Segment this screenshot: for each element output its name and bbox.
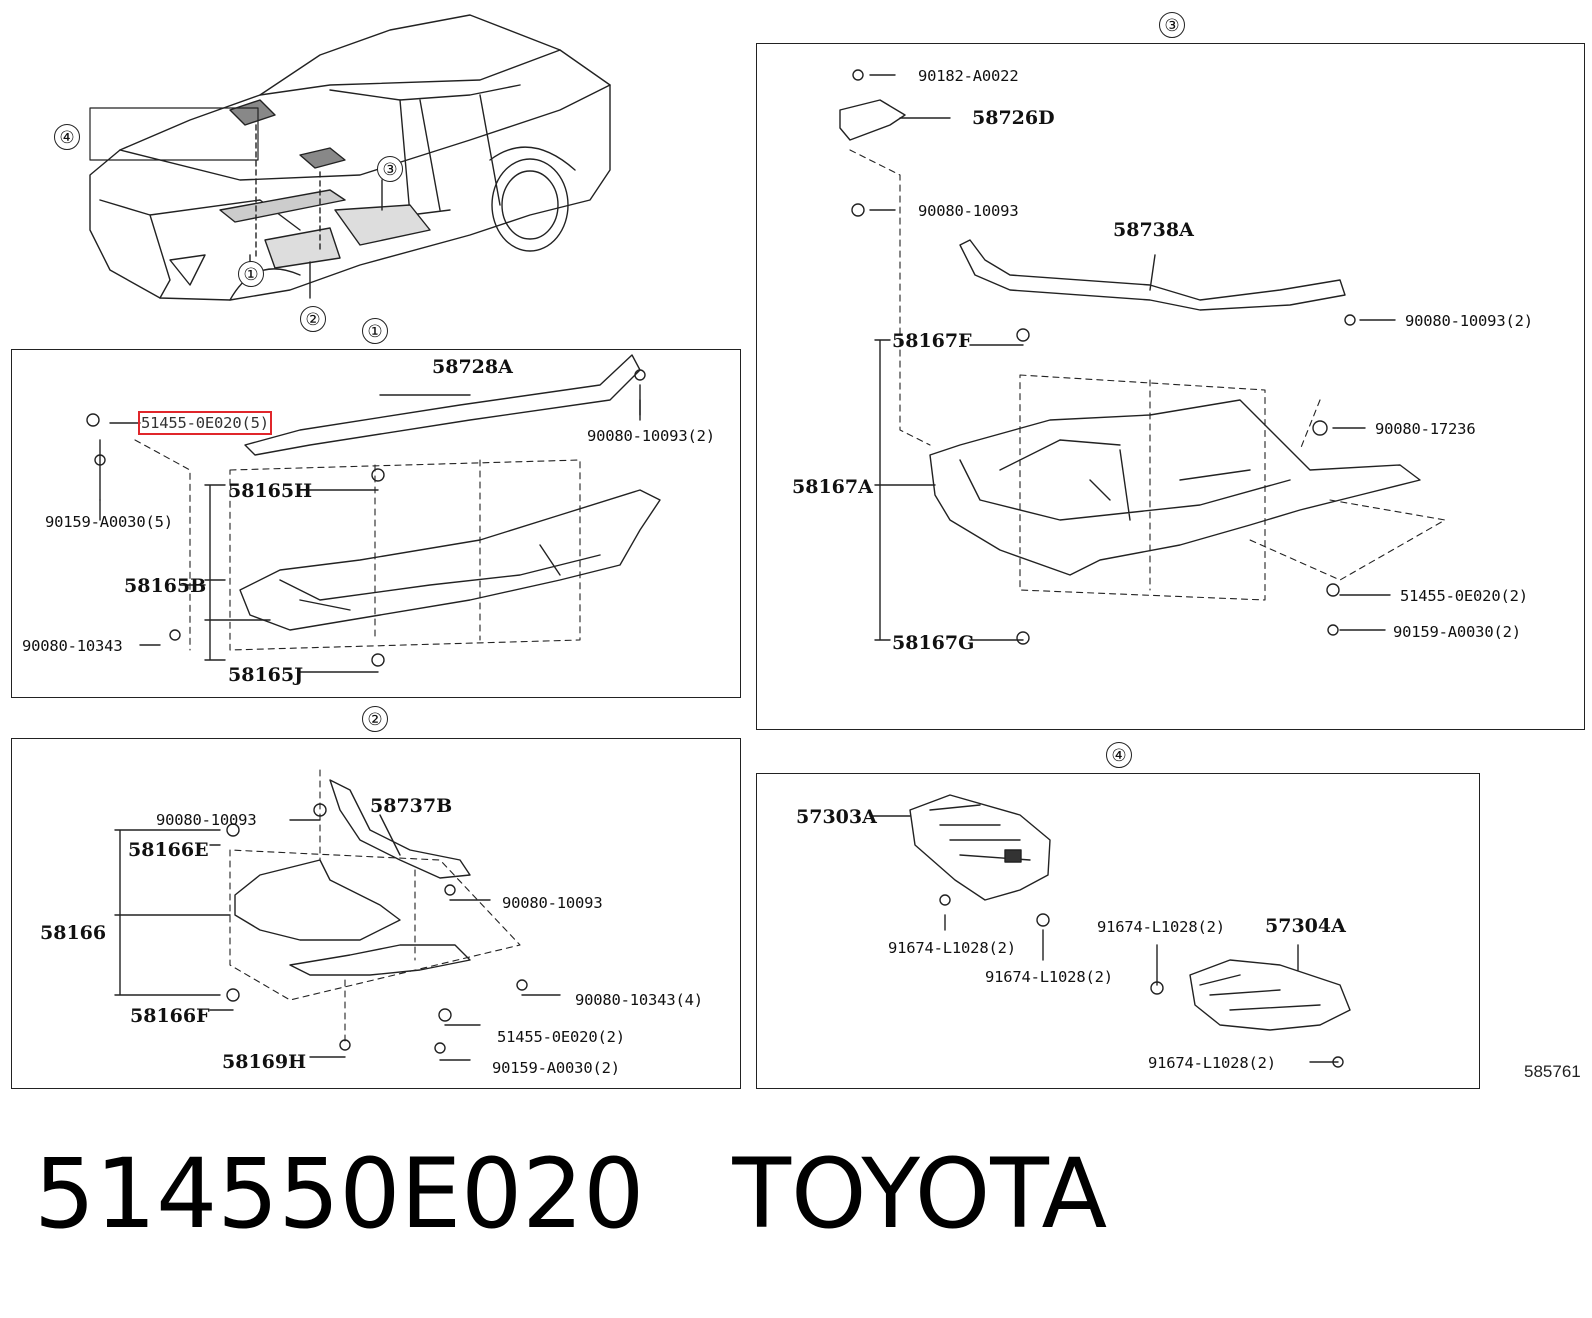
panel-section-4 <box>756 773 1480 1089</box>
label-58167G[interactable]: 58167G <box>892 632 975 654</box>
callout-3-overview: ③ <box>377 156 403 182</box>
callout-2-overview: ② <box>300 306 326 332</box>
callout-4-overview: ④ <box>54 124 80 150</box>
panel3-drawing <box>839 69 1446 645</box>
part-number: 514550E020 <box>34 1138 645 1250</box>
label-51455-0E020-2[interactable]: 51455-0E020(2) <box>497 1028 625 1046</box>
label-90159-A0030-5[interactable]: 90159-A0030(5) <box>45 513 173 531</box>
label-90080-10093[interactable]: 90080-10093 <box>918 202 1019 220</box>
panel-section-3 <box>756 43 1585 730</box>
label-58738A[interactable]: 58738A <box>1113 219 1194 241</box>
label-90080-10343[interactable]: 90080-10343 <box>22 637 123 655</box>
label-58726D[interactable]: 58726D <box>972 107 1055 129</box>
leader-lines <box>99 74 1396 1063</box>
label-90182-A0022[interactable]: 90182-A0022 <box>918 67 1019 85</box>
callout-1-panel-header: ① <box>362 318 388 344</box>
label-91674-L1028-2-b[interactable]: 91674-L1028(2) <box>985 968 1113 986</box>
callout-3-panel-header: ③ <box>1159 12 1185 38</box>
label-58165H[interactable]: 58165H <box>228 480 313 502</box>
label-58165J[interactable]: 58165J <box>228 664 304 686</box>
callout-4-panel-header: ④ <box>1106 742 1132 768</box>
panel1-drawing <box>86 354 661 667</box>
label-58165B[interactable]: 58165B <box>124 575 207 597</box>
label-90159-A0030-2[interactable]: 90159-A0030(2) <box>492 1059 620 1077</box>
panel2-drawing <box>114 769 528 1054</box>
panel4-drawing <box>909 794 1351 1068</box>
label-58167A[interactable]: 58167A <box>792 476 873 498</box>
label-91674-L1028-2-c[interactable]: 91674-L1028(2) <box>1097 918 1225 936</box>
label-58167F[interactable]: 58167F <box>892 330 972 352</box>
label-91674-L1028-2-a[interactable]: 91674-L1028(2) <box>888 939 1016 957</box>
car-overview-drawing <box>89 14 611 301</box>
panel-section-2 <box>11 738 741 1089</box>
label-58737B[interactable]: 58737B <box>370 795 453 817</box>
label-90080-10343-4[interactable]: 90080-10343(4) <box>575 991 703 1009</box>
label-51455-0E020-2[interactable]: 51455-0E020(2) <box>1400 587 1528 605</box>
label-91674-L1028-2-d[interactable]: 91674-L1028(2) <box>1148 1054 1276 1072</box>
label-57303A[interactable]: 57303A <box>796 806 877 828</box>
label-90080-10093[interactable]: 90080-10093 <box>156 811 257 829</box>
label-58728A[interactable]: 58728A <box>432 356 513 378</box>
callout-2-panel-header: ② <box>362 706 388 732</box>
illustration-id: 585761 <box>1524 1062 1581 1081</box>
brand-name: TOYOTA <box>732 1138 1108 1250</box>
page-title: 514550E020 TOYOTA <box>34 1138 1195 1250</box>
label-90080-10093-2[interactable]: 90080-10093(2) <box>1405 312 1533 330</box>
label-90080-10093-2[interactable]: 90080-10093(2) <box>587 427 715 445</box>
label-58169H[interactable]: 58169H <box>222 1051 307 1073</box>
label-90080-10093-b[interactable]: 90080-10093 <box>502 894 603 912</box>
label-58166F[interactable]: 58166F <box>130 1005 210 1027</box>
label-90080-17236[interactable]: 90080-17236 <box>1375 420 1476 438</box>
label-58166E[interactable]: 58166E <box>128 839 209 861</box>
label-90159-A0030-2[interactable]: 90159-A0030(2) <box>1393 623 1521 641</box>
label-51455-0E020-highlighted[interactable]: 51455-0E020(5) <box>138 411 272 435</box>
label-58166[interactable]: 58166 <box>40 922 107 944</box>
panel-section-1 <box>11 349 741 698</box>
callout-1-overview: ① <box>238 261 264 287</box>
label-57304A[interactable]: 57304A <box>1265 915 1346 937</box>
